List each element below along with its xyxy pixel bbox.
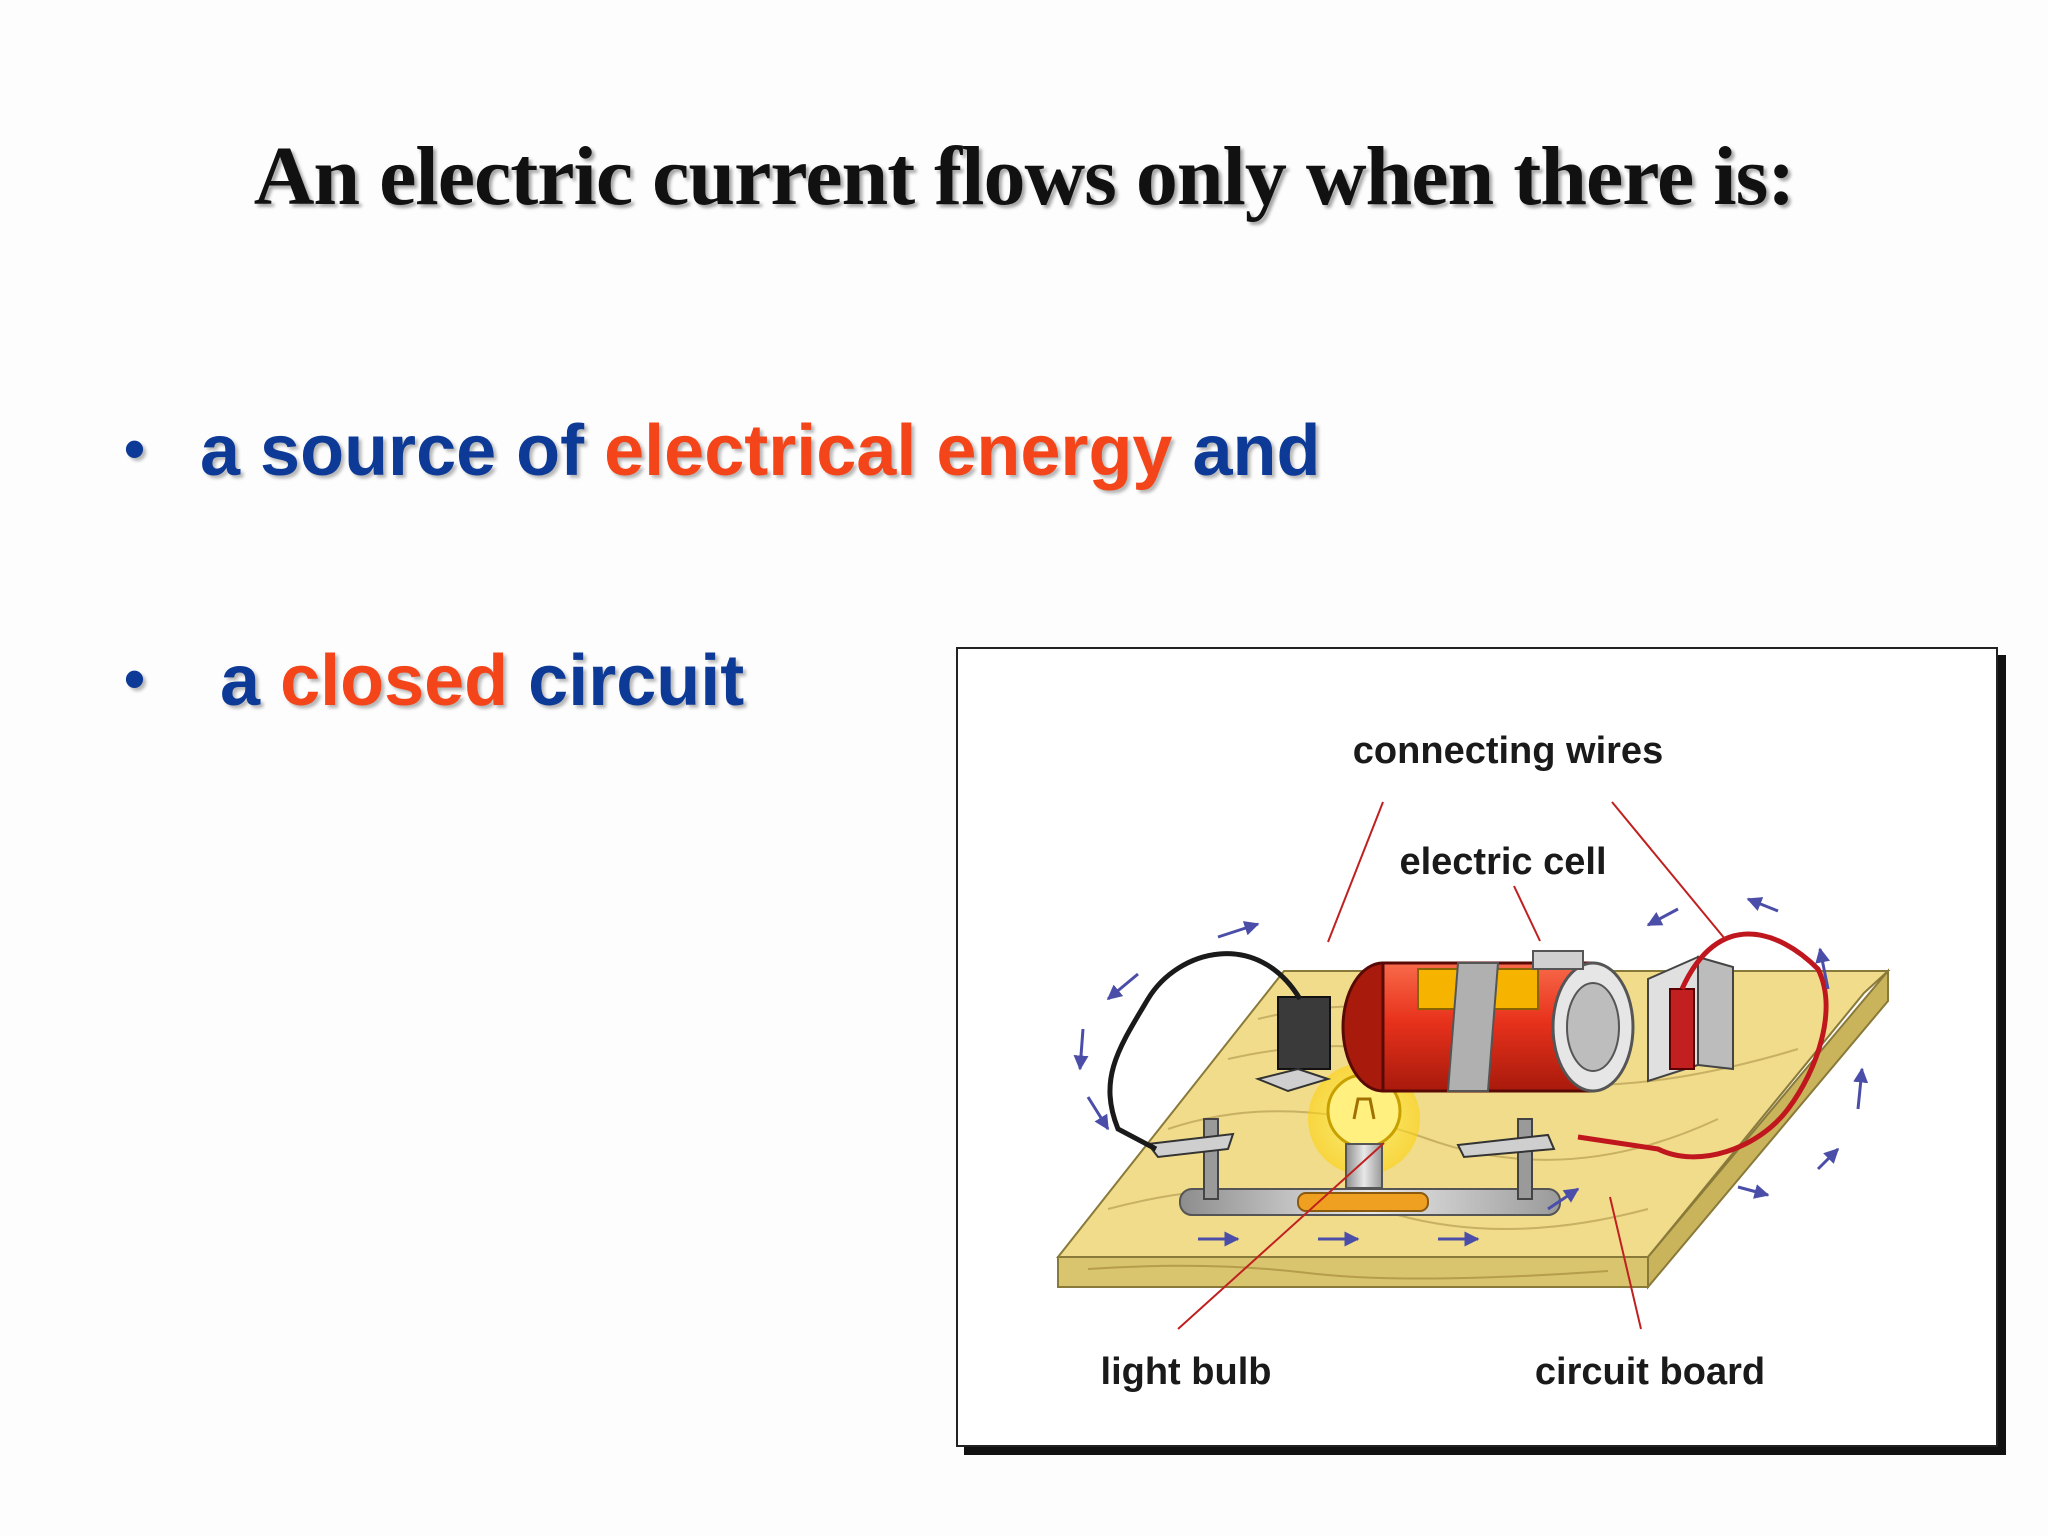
electric-cell [1254, 950, 1635, 1093]
bullet-text-segment: a [200, 641, 281, 721]
bullet-item-closed-circuit: • a closed circuit [124, 640, 744, 722]
label-circuit-board: circuit board [1535, 1351, 1765, 1393]
label-connecting-wires: connecting wires [1353, 730, 1663, 772]
cell-holder-right [1647, 955, 1734, 1083]
label-electric-cell: electric cell [1399, 841, 1606, 883]
slide-title: An electric current flows only when ther… [253, 130, 1796, 223]
label-light-bulb: light bulb [1101, 1351, 1272, 1393]
bullet-marker: • [124, 645, 146, 712]
bullet-text-highlight: closed [280, 641, 509, 721]
bullet-marker: • [124, 415, 146, 482]
bullet-text-segment: a source of [200, 411, 605, 491]
circuit-diagram-frame: connecting wires electric cell light bul… [956, 647, 1998, 1447]
label-pointer-lines [1177, 801, 1726, 1330]
bullet-text-segment: and [1172, 411, 1321, 491]
bulb-holder [1146, 1118, 1561, 1216]
current-flow-arrows [1073, 897, 1869, 1247]
bullet-text-segment: circuit [508, 641, 745, 721]
circuit-diagram: connecting wires electric cell light bul… [1055, 730, 1891, 1393]
bullet-item-energy-source: • a source of electrical energy and [124, 410, 1320, 492]
connecting-wires [1107, 931, 1829, 1160]
bullet-text-highlight: electrical energy [604, 411, 1173, 491]
